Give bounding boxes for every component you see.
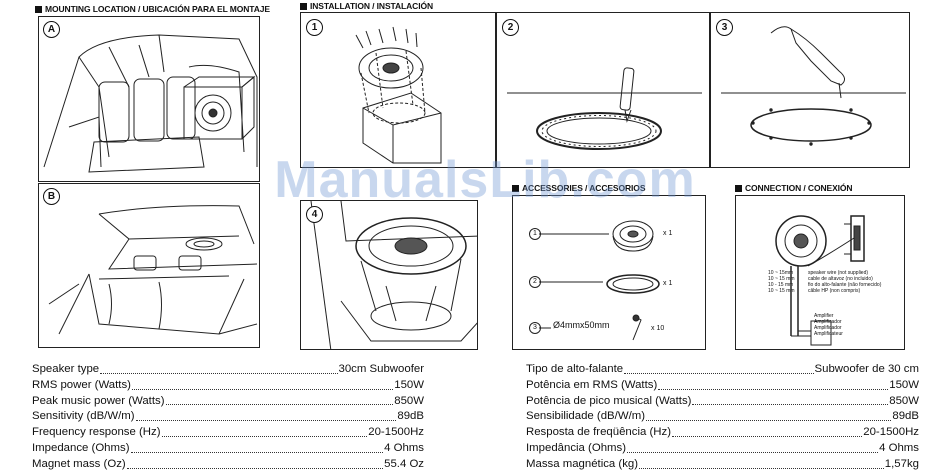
spec-row: Potência de pico musical (Watts)850W — [526, 394, 919, 407]
wire-note-en: speaker wire (not supplied) — [808, 270, 869, 276]
amp-label-es: Amplificador — [814, 319, 842, 325]
wiring-diagram — [775, 215, 865, 346]
accessory-3-number: 3 — [529, 322, 541, 334]
header-square-icon — [300, 3, 307, 10]
wire-note-es: cable de altavoz (no incluido) — [808, 276, 873, 282]
installation-header: INSTALLATION / INSTALACIÓN — [300, 1, 433, 11]
accessories-illustration — [539, 220, 660, 341]
spec-row: Massa magnética (kg)1,57kg — [526, 457, 919, 470]
step-2-label: 2 — [502, 19, 519, 36]
spec-row: Resposta de freqüência (Hz)20-1500Hz — [526, 426, 919, 439]
strip-length-4: 10 ~ 15 mm — [768, 288, 795, 294]
spec-row: Potência em RMS (Watts)150W — [526, 378, 919, 391]
panel-a-label: A — [43, 21, 60, 38]
accessory-3-quantity: x 10 — [651, 325, 665, 332]
header-square-icon — [735, 185, 742, 192]
wire-note-pt: fio do alto-falante (não fornecido) — [808, 282, 882, 288]
install-step-1: 1 — [300, 12, 496, 168]
wire-note-fr: câble HP (non compris) — [808, 288, 861, 294]
marking-template-illustration — [507, 67, 702, 150]
spec-row: Frequency response (Hz)20-1500Hz — [32, 426, 424, 439]
spec-row: Sensitivity (dB/W/m)89dB — [32, 410, 424, 423]
spec-row: Impedância (Ohms)4 Ohms — [526, 441, 919, 454]
accessory-2-number: 2 — [529, 276, 541, 288]
speaker-installed-illustration — [310, 201, 477, 349]
amp-label-en: Amplifier — [814, 313, 834, 319]
accessories-header: ACCESSORIES / ACCESORIOS — [512, 183, 645, 193]
panel-b-label: B — [43, 188, 60, 205]
step-1-label: 1 — [306, 19, 323, 36]
speaker-box-mount-illustration — [355, 26, 442, 164]
spec-row: RMS power (Watts)150W — [32, 378, 424, 391]
amp-label-pt: Amplificador — [814, 325, 842, 331]
step-3-label: 3 — [716, 19, 733, 36]
spec-row: Magnet mass (Oz)55.4 Oz — [32, 457, 424, 470]
strip-length-2: 10 ~ 15 mm — [768, 276, 795, 282]
connection-header: CONNECTION / CONEXIÓN — [735, 183, 853, 193]
accessory-1-number: 1 — [529, 228, 541, 240]
install-step-3: 3 — [710, 12, 910, 168]
header-square-icon — [35, 6, 42, 13]
header-square-icon — [512, 185, 519, 192]
drilling-illustration — [721, 26, 906, 146]
install-step-4: 4 — [300, 200, 478, 350]
car-interior-b-illustration — [48, 205, 258, 335]
mounting-panel-a: A — [38, 16, 260, 182]
strip-length-1: 10 ~ 15mm — [768, 270, 794, 276]
mounting-panel-b: B — [38, 183, 260, 348]
spec-row: Peak music power (Watts)850W — [32, 394, 424, 407]
screw-size-label: Ø4mmx50mm — [553, 320, 610, 330]
spec-row: Sensibilidade (dB/W/m)89dB — [526, 410, 919, 423]
amp-label-fr: Amplificateur — [814, 331, 843, 337]
accessory-1-quantity: x 1 — [663, 230, 673, 237]
accessories-panel: 1 x 1 2 x 1 3 Ø4mmx50mm x 10 — [512, 195, 706, 350]
mounting-header: MOUNTING LOCATION / UBICACIÓN PARA EL MO… — [35, 4, 270, 14]
accessory-2-quantity: x 1 — [663, 280, 673, 287]
car-interior-a-illustration — [43, 34, 258, 173]
step-4-label: 4 — [306, 206, 323, 223]
install-step-2: 2 — [496, 12, 710, 168]
spec-row: Impedance (Ohms)4 Ohms — [32, 441, 424, 454]
connection-panel: speaker wire (not supplied) cable de alt… — [735, 195, 905, 350]
strip-length-3: 10 - 15 mm — [768, 282, 794, 288]
